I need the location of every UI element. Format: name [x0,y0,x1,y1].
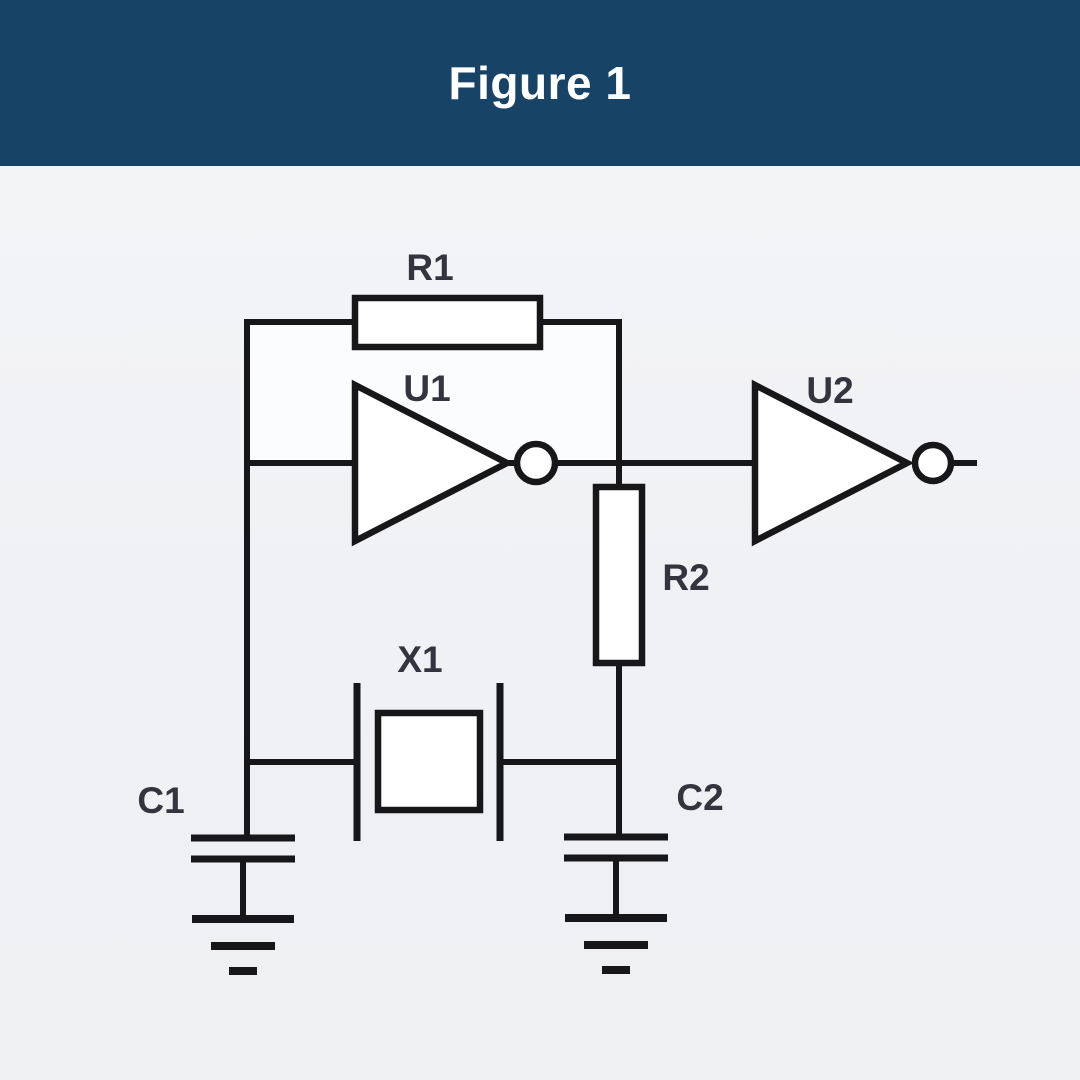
resistor-r1-body [351,294,544,351]
inverter-u1-label: U1 [403,368,450,409]
resistor-r1-label: R1 [406,247,453,288]
crystal-x1-body [374,709,484,814]
crystal-x1-label: X1 [397,639,442,680]
wire-right-rail-upper [540,319,622,466]
inverter-u1: U1 [351,368,559,547]
capacitor-c2: C2 [564,777,724,974]
capacitor-c1: C1 [137,780,295,975]
resistor-r1: R1 [351,247,544,351]
inverter-u2: U2 [751,370,955,547]
inverter-u1-triangle [351,379,515,547]
inverter-u1-bubble [513,440,559,486]
resistor-r2-body [592,483,646,667]
figure-title: Figure 1 [448,57,632,109]
ground-symbol-c2 [565,914,667,974]
figure-header: Figure 1 [0,0,1080,166]
capacitor-c2-label: C2 [676,777,723,818]
inverter-u2-bubble [911,441,955,485]
capacitor-c1-label: C1 [137,780,184,821]
wire-left-rail [244,319,355,838]
inverter-u2-label: U2 [806,370,853,411]
ground-symbol-c1 [192,915,294,975]
resistor-r2: R2 [592,483,710,667]
resistor-r2-label: R2 [662,557,709,598]
crystal-x1: X1 [353,639,504,841]
inverter-u2-triangle [751,379,915,547]
